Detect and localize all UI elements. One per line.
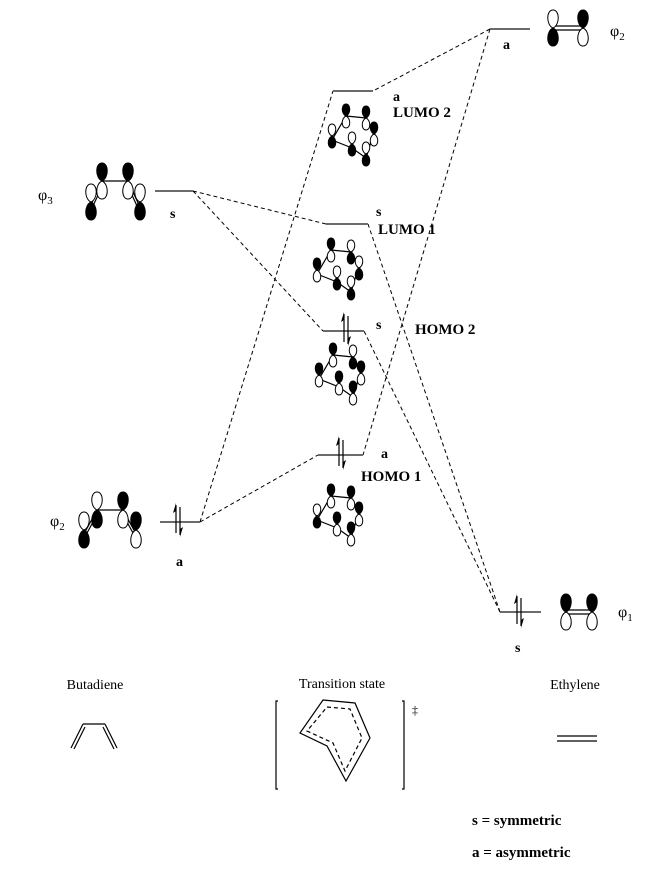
- ethylene-phi2-symmetry: a: [503, 38, 510, 53]
- ethylene-phi1-symmetry: s: [515, 641, 521, 656]
- electron-pair-icon: [335, 435, 347, 471]
- corr-butadiene-phi2-to-lumo2: [199, 90, 334, 523]
- ts-lumo1-orbital-icon: [312, 237, 364, 301]
- correlation-lines: [192, 28, 501, 613]
- ts-lumo2-name: LUMO 2: [393, 105, 451, 121]
- butadiene-phi2-orbital-icon: [78, 491, 142, 549]
- caption-transition-state: Transition state: [299, 677, 385, 692]
- ts-lumo1-name: LUMO 1: [378, 222, 436, 238]
- corr-butadiene-phi3-to-lumo1: [192, 190, 327, 225]
- ethylene-phi2-orbital-icon: [547, 9, 589, 47]
- ts-lumo1: s LUMO 1: [312, 205, 436, 301]
- symmetry-legend: s = symmetric a = asymmetric: [472, 813, 571, 861]
- ethylene-phi1-label: φ1: [618, 604, 633, 624]
- butadiene-phi3: φ3 s: [38, 162, 193, 222]
- caption-butadiene: Butadiene: [67, 678, 124, 693]
- butadiene-phi2: φ2 a: [50, 491, 200, 570]
- legend-asymmetric: a = asymmetric: [472, 845, 571, 861]
- corr-ethylene-phi2-to-lumo2: [372, 28, 491, 92]
- transition-state-structure: ‡: [275, 699, 418, 790]
- ts-lumo2-orbital-icon: [327, 103, 379, 167]
- ethylene-phi2-label: φ2: [610, 23, 625, 43]
- butadiene-phi2-label: φ2: [50, 513, 65, 533]
- ts-homo2-symmetry: s: [376, 318, 382, 333]
- corr-ethylene-phi2-to-homo1: [362, 28, 491, 456]
- corr-ethylene-phi1-to-lumo1: [367, 223, 501, 613]
- ts-lumo1-symmetry: s: [376, 205, 382, 220]
- ts-homo1-orbital-icon: [312, 483, 364, 547]
- ts-homo2-orbital-icon: [314, 342, 366, 406]
- electron-pair-icon: [340, 311, 352, 347]
- legend-symmetric: s = symmetric: [472, 813, 562, 829]
- butadiene-phi3-label: φ3: [38, 187, 53, 207]
- double-dagger-symbol: ‡: [412, 703, 418, 717]
- ts-homo2-name: HOMO 2: [415, 322, 475, 338]
- electron-pair-icon: [172, 502, 184, 538]
- ts-homo2: s HOMO 2: [314, 311, 475, 406]
- ethylene-phi1: s φ1: [500, 593, 633, 656]
- corr-butadiene-phi3-to-homo2: [192, 190, 324, 332]
- ts-homo1-name: HOMO 1: [361, 469, 421, 485]
- ethylene-phi1-orbital-icon: [560, 593, 598, 631]
- corr-ethylene-phi1-to-homo2: [363, 330, 501, 613]
- ts-homo1: a HOMO 1: [312, 435, 421, 547]
- corr-butadiene-phi2-to-homo1: [199, 454, 319, 523]
- butadiene-phi3-symmetry: s: [170, 207, 176, 222]
- caption-ethylene: Ethylene: [550, 678, 600, 693]
- ts-lumo2: a LUMO 2: [327, 90, 451, 167]
- butadiene-structure: [70, 723, 118, 750]
- ethylene-phi2: a φ2: [490, 9, 625, 53]
- butadiene-phi3-orbital-icon: [85, 162, 146, 221]
- ts-homo1-symmetry: a: [381, 447, 388, 462]
- butadiene-phi2-symmetry: a: [176, 555, 183, 570]
- ts-lumo2-symmetry: a: [393, 90, 400, 105]
- ethylene-structure: [557, 735, 597, 742]
